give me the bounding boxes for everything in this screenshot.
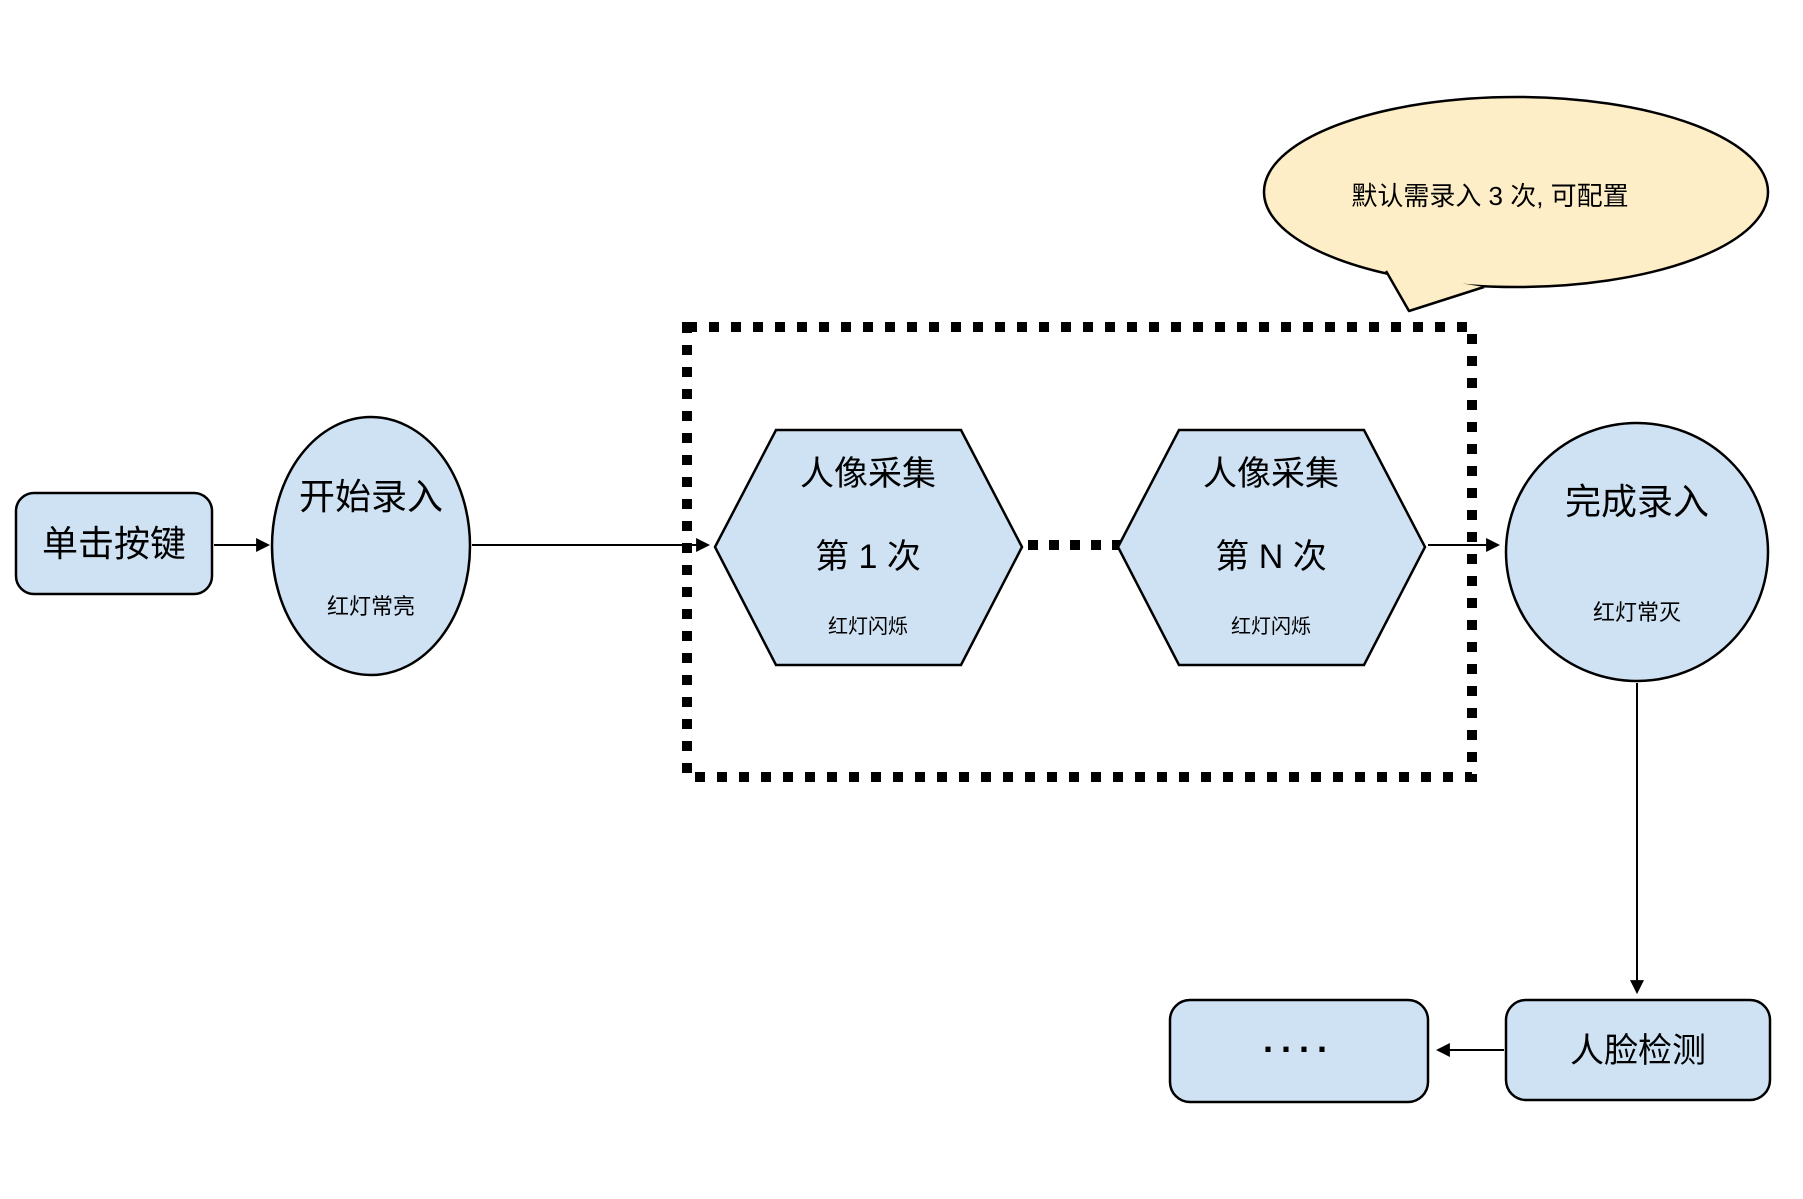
capture-1-status: 红灯闪烁 <box>828 616 908 638</box>
capture-n-count: 第 N 次 <box>1215 538 1327 576</box>
start-record-status: 红灯常亮 <box>326 594 416 619</box>
callout-tail <box>1384 270 1485 313</box>
capture-1-count: 第 1 次 <box>815 538 921 576</box>
node-more <box>1168 998 1430 1104</box>
finish-record-label: 完成录入 <box>1564 481 1710 522</box>
node-capture-n <box>1116 428 1427 667</box>
capture-n-title: 人像采集 <box>1203 455 1339 493</box>
node-capture-1 <box>713 428 1024 667</box>
callout-bubble <box>1262 95 1770 289</box>
callout-text: 默认需录入 3 次, 可配置 <box>1351 181 1629 211</box>
node-finish-record <box>1504 421 1770 683</box>
node-face-detect <box>1504 998 1772 1102</box>
face-detect-label: 人脸检测 <box>1570 1032 1706 1070</box>
start-record-label: 开始录入 <box>298 476 444 517</box>
capture-1-title: 人像采集 <box>800 455 936 493</box>
more-box-label: .... <box>1262 1019 1336 1060</box>
capture-n-status: 红灯闪烁 <box>1231 616 1311 638</box>
start-button-label: 单击按键 <box>41 523 187 564</box>
node-start-record <box>270 415 472 677</box>
finish-record-status: 红灯常灭 <box>1592 600 1682 625</box>
node-start-button <box>14 491 214 596</box>
loop-boundary-dotted-rect <box>682 322 1477 782</box>
